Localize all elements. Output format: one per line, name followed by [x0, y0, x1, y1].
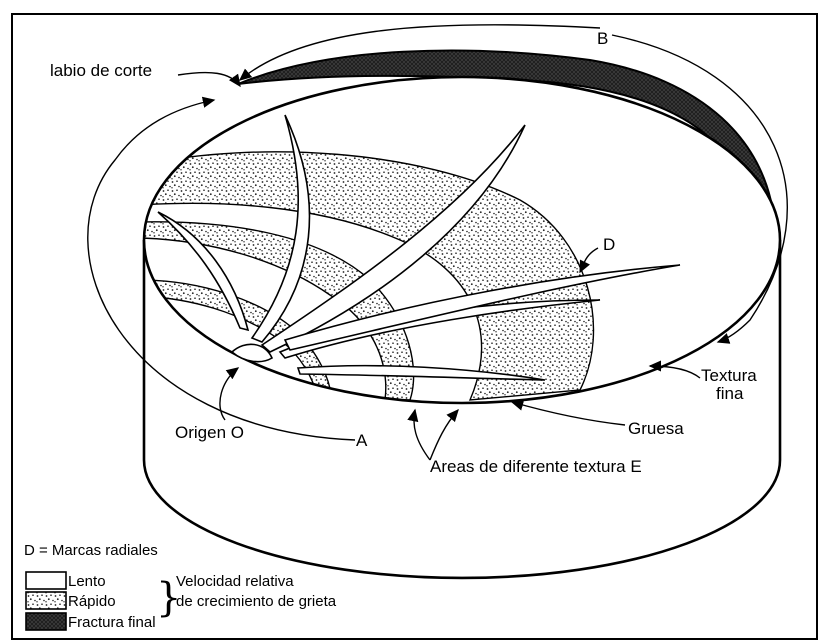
label-origen: Origen O [175, 423, 244, 442]
label-D: D [603, 235, 615, 254]
legend-fractura: Fractura final [68, 614, 156, 631]
legend-swatch-rapido [26, 592, 66, 609]
label-B: B [597, 29, 608, 48]
label-gruesa: Gruesa [628, 419, 684, 438]
label-areas-textura: Areas de diferente textura E [430, 457, 642, 476]
legend-crecimiento: de crecimiento de grieta [176, 593, 337, 610]
label-A: A [356, 431, 368, 450]
label-fina: fina [716, 384, 744, 403]
legend-velocidad: Velocidad relativa [176, 573, 294, 590]
label-textura: Textura [701, 366, 757, 385]
label-labio-de-corte: labio de corte [50, 61, 152, 80]
legend-swatch-fractura [26, 613, 66, 630]
legend-d-definition: D = Marcas radiales [24, 542, 158, 559]
legend-swatch-lento [26, 572, 66, 589]
legend-rapido: Rápido [68, 593, 116, 610]
legend-lento: Lento [68, 573, 106, 590]
